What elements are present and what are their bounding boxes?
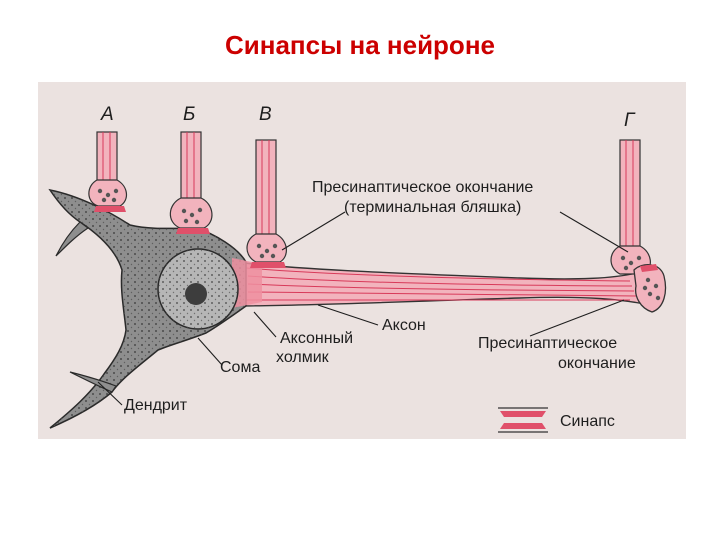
axon-hillock	[232, 258, 262, 308]
leader-lines	[97, 211, 629, 406]
terminal-letter-a: А	[100, 104, 114, 125]
label-presynaptic-plaque-line2: (терминальная бляшка)	[344, 199, 521, 216]
label-soma: Сома	[220, 359, 260, 376]
synapse-legend-symbol	[498, 407, 548, 433]
label-presynaptic-plaque-line1: Пресинаптическое окончание	[312, 179, 533, 196]
label-synapse-legend: Синапс	[560, 413, 615, 430]
label-axon-hillock-line2: холмик	[276, 349, 330, 366]
nucleolus	[185, 283, 207, 305]
label-presynaptic-end-line1: Пресинаптическое	[478, 335, 617, 352]
page-title: Синапсы на нейроне	[225, 30, 495, 60]
label-axon-hillock-line1: Аксонный	[280, 330, 353, 347]
terminal-b	[169, 131, 213, 234]
terminal-g	[610, 139, 651, 275]
dendrite-lower-branch	[69, 371, 117, 393]
terminal-a	[88, 131, 127, 212]
axon-terminal-bulb	[633, 264, 667, 313]
terminal-letter-g: Г	[624, 110, 636, 131]
label-axon: Аксон	[382, 317, 426, 334]
terminal-letter-b: Б	[183, 104, 195, 125]
terminal-v	[246, 139, 287, 268]
label-presynaptic-end-line2: окончание	[558, 355, 636, 372]
terminal-letter-v: В	[259, 104, 272, 125]
dendrite-upper-branch	[55, 221, 90, 257]
label-dendrite: Дендрит	[124, 397, 188, 414]
